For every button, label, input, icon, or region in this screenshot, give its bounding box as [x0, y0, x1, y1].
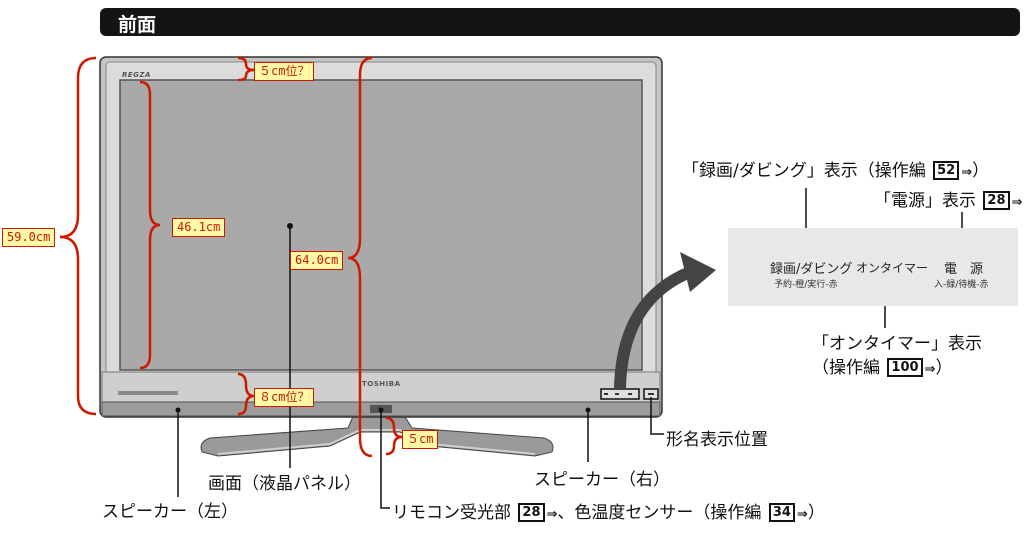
- section-header-bar: [100, 8, 1020, 36]
- panel-power-sub: 入-緑/待機-赤: [934, 280, 989, 290]
- ref-arrow-icon: ⇒: [924, 362, 936, 377]
- callout-model-position: 形名表示位置: [666, 430, 768, 450]
- on-timer-suffix: ）: [935, 358, 953, 378]
- panel-power-label: 電 源: [944, 262, 984, 277]
- callout-on-timer-line2: （操作編 100⇒）: [812, 353, 952, 378]
- callout-screen: 画面（液晶パネル）: [208, 474, 361, 494]
- zoom-arrow-shaft: [614, 266, 693, 389]
- power-ref-box: 28: [983, 191, 1010, 210]
- remote-sensor-mid-text: 、色温度センサー（操作編: [557, 503, 762, 523]
- callout-remote-sensor: リモコン受光部 28⇒、色温度センサー（操作編 34⇒）: [392, 498, 825, 523]
- measure-screen-height: 46.1cm: [172, 218, 226, 237]
- on-timer-ref-box: 100: [887, 358, 923, 377]
- brand-name: TOSHIBA: [362, 380, 401, 388]
- leader-model-position: [650, 397, 664, 435]
- rec-dubbing-text: 「録画/ダビング」表示（操作編: [682, 161, 926, 181]
- measure-bottom-bezel: ８cm位？: [254, 388, 315, 407]
- rec-dubbing-ref-box: 52: [933, 161, 960, 180]
- panel-rec-sub: 予約-橙/実行-赤: [774, 280, 838, 290]
- remote-sensor-text: リモコン受光部: [392, 503, 511, 523]
- callout-on-timer-line1: 「オンタイマー」表示: [812, 334, 982, 354]
- brand-small: REGZA: [122, 71, 151, 79]
- brace-width: [347, 56, 373, 458]
- on-timer-prefix: （操作編: [812, 358, 880, 378]
- brace-screen-height: [139, 80, 161, 370]
- color-sensor-ref-box: 34: [768, 503, 795, 522]
- rec-dubbing-suffix: ）: [972, 161, 990, 181]
- panel-timer-label: オンタイマー: [856, 261, 929, 275]
- measure-top-bezel: ５cm位？: [254, 62, 315, 81]
- ref-arrow-icon: ⇒: [1011, 195, 1023, 210]
- stand-highlight: [217, 429, 536, 455]
- callout-rec-dubbing: 「録画/ダビング」表示（操作編 52⇒）: [682, 156, 989, 181]
- logo-marks: [118, 391, 178, 395]
- callout-power: 「電源」表示 28⇒: [874, 186, 1022, 211]
- ref-arrow-icon: ⇒: [796, 507, 808, 522]
- measure-width: 64.0cm: [290, 251, 344, 270]
- panel-rec-label: 録画/ダビング: [770, 262, 853, 277]
- callout-speaker-right: スピーカー（右）: [534, 470, 670, 490]
- remote-sensor-ref-box: 28: [518, 503, 545, 522]
- indicator-panel-zoom: [728, 228, 1018, 306]
- tv-stand: [200, 411, 554, 457]
- remote-sensor-suffix: ）: [807, 503, 825, 523]
- callout-speaker-left: スピーカー（左）: [102, 502, 238, 522]
- measure-total-height: 59.0cm: [2, 228, 56, 247]
- power-text: 「電源」表示: [874, 191, 976, 211]
- indicator-panel: [600, 388, 640, 400]
- callout-dots: [175, 223, 591, 413]
- ref-arrow-icon: ⇒: [546, 507, 558, 522]
- measurement-braces: [59, 56, 403, 458]
- zoom-arrow-head: [680, 252, 716, 292]
- section-title: 前面: [118, 14, 157, 36]
- leader-remote-sensor: [380, 410, 390, 509]
- ref-arrow-icon: ⇒: [961, 165, 973, 180]
- brace-total-height: [59, 56, 97, 416]
- measure-stand: ５cm: [402, 430, 439, 449]
